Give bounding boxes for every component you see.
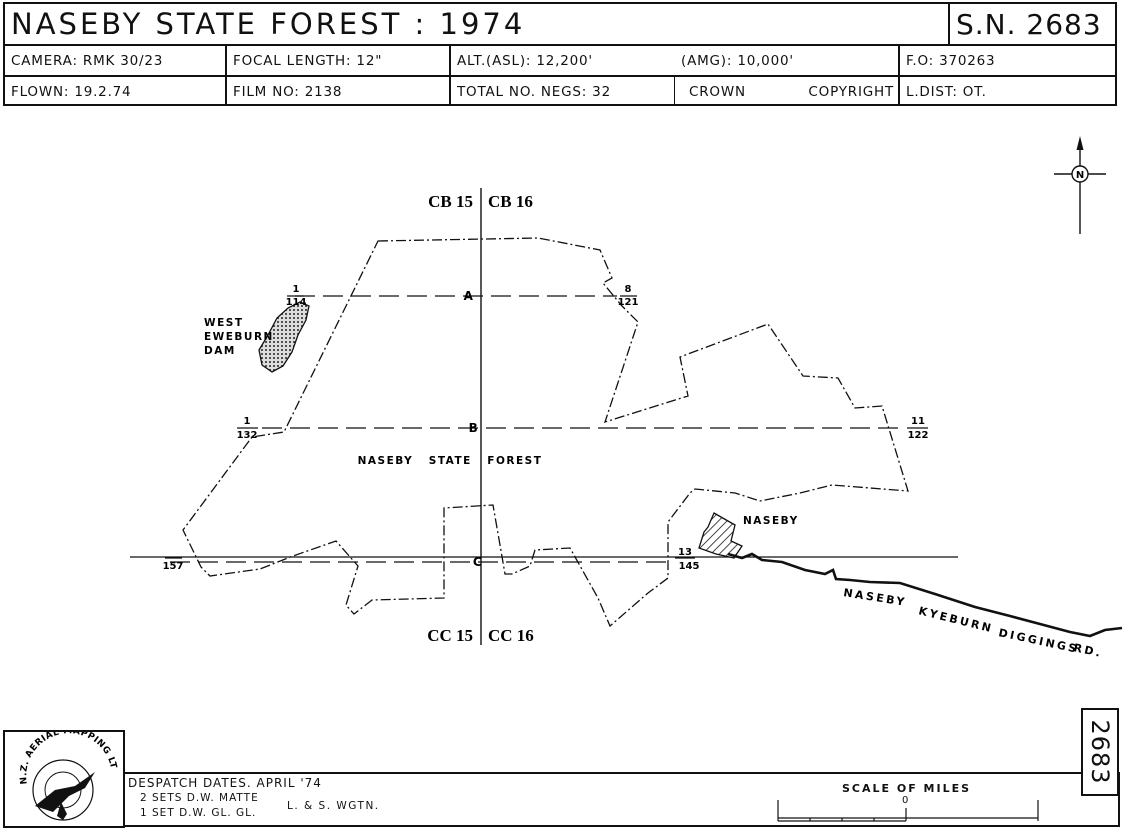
dam-label-line1: WEST [204, 317, 243, 329]
alt-asl-cell: ALT.(ASL): 12,200' [457, 52, 593, 69]
sn-cell: S.N. 2683 [950, 4, 1115, 44]
alt-amg-cell: (AMG): 10,000' [675, 46, 900, 75]
west-eweburn-dam [258, 301, 310, 373]
town-label: NASEBY [743, 515, 799, 527]
road-label-naseby: NASEBY [843, 586, 908, 609]
despatch-block: DESPATCH DATES. APRIL '74 2 SETS D.W. MA… [128, 776, 322, 821]
run-b-start-top: 1 [244, 416, 251, 427]
logo-text: N.Z. AERIAL MAPPING LTD. [5, 732, 118, 785]
copyright-text: COPYRIGHT [808, 83, 894, 100]
film-no-cell: FILM NO: 2138 [227, 77, 451, 106]
scale-title: SCALE OF MILES [842, 782, 972, 795]
run-b-end-top: 11 [911, 416, 925, 427]
north-label: N [1076, 170, 1084, 181]
dam-label-line3: DAM [204, 345, 236, 357]
forest-label: NASEBY STATE FOREST [358, 455, 543, 467]
scale-bar [777, 800, 1039, 822]
focal-length-cell: FOCAL LENGTH: 12" [227, 46, 451, 75]
camera-cell: CAMERA: RMK 30/23 [5, 46, 227, 75]
sheet-number: S.N. 2683 [956, 7, 1102, 41]
run-a-end-top: 8 [625, 284, 632, 295]
crown-copyright-cell: CROWN COPYRIGHT [675, 77, 900, 106]
header-box: NASEBY STATE FOREST : 1974 S.N. 2683 CAM… [3, 2, 1117, 106]
total-negs-cell: TOTAL NO. NEGS: 32 [451, 77, 675, 106]
sheet-label-cb16: CB 16 [488, 192, 533, 211]
footer-box [3, 772, 1120, 827]
scale-zero: 0 [902, 795, 909, 806]
road-label-rd: RD. [1072, 641, 1103, 660]
run-a-end-bottom: 121 [618, 297, 639, 308]
flown-cell: FLOWN: 19.2.74 [5, 77, 227, 106]
run-label-a: A [464, 289, 475, 303]
run-label-c: C [473, 555, 483, 569]
flown-row: FLOWN: 19.2.74 FILM NO: 2138 TOTAL NO. N… [5, 77, 1115, 106]
forest-boundary [182, 237, 909, 628]
run-a-start-top: 1 [293, 284, 300, 295]
set-gloss: 1 SET D.W. GL. GL. [140, 807, 257, 819]
run-end-ticks [165, 295, 928, 559]
run-a-start-bottom: 114 [286, 297, 307, 308]
sheet-label-cc15: CC 15 [427, 626, 473, 645]
run-c-end-top: 13 [678, 547, 692, 558]
sheet-number-side-box: 2683 [1081, 708, 1119, 796]
nz-aerial-mapping-logo: N.Z. AERIAL MAPPING LTD. [1, 725, 118, 821]
run-c-start-bottom: 157 [163, 561, 184, 572]
run-b-end-bottom: 122 [908, 430, 929, 441]
run-c-end-bottom: 145 [679, 561, 700, 572]
title-row: NASEBY STATE FOREST : 1974 S.N. 2683 [5, 4, 1115, 46]
run-label-b: B [469, 421, 480, 435]
lands-survey-wellington: L. & S. WGTN. [287, 800, 380, 812]
naseby-township [698, 512, 743, 559]
camera-row: CAMERA: RMK 30/23 FOCAL LENGTH: 12" ALT.… [5, 46, 1115, 77]
logo-box: N.Z. AERIAL MAPPING LTD. [1, 725, 125, 828]
sets-matte: 2 SETS D.W. MATTE [140, 792, 259, 804]
sheet-label-cc16: CC 16 [488, 626, 534, 645]
naseby-kyeburn-diggings-road [727, 552, 1123, 638]
despatch-dates: DESPATCH DATES. APRIL '74 [128, 776, 322, 790]
fo-cell: F.O: 370263 [906, 52, 996, 69]
crown-text: CROWN [689, 83, 746, 100]
sheet-label-cb15: CB 15 [428, 192, 473, 211]
sheet-number-side: 2683 [1086, 719, 1114, 785]
title-cell: NASEBY STATE FOREST : 1974 [5, 4, 950, 44]
l-dist-cell: L.DIST: OT. [906, 83, 987, 100]
map-title: NASEBY STATE FOREST : 1974 [11, 7, 526, 41]
north-arrow: N [1054, 136, 1106, 234]
dam-label-line2: EWEBURN [204, 331, 274, 343]
run-b-start-bottom: 132 [237, 430, 258, 441]
